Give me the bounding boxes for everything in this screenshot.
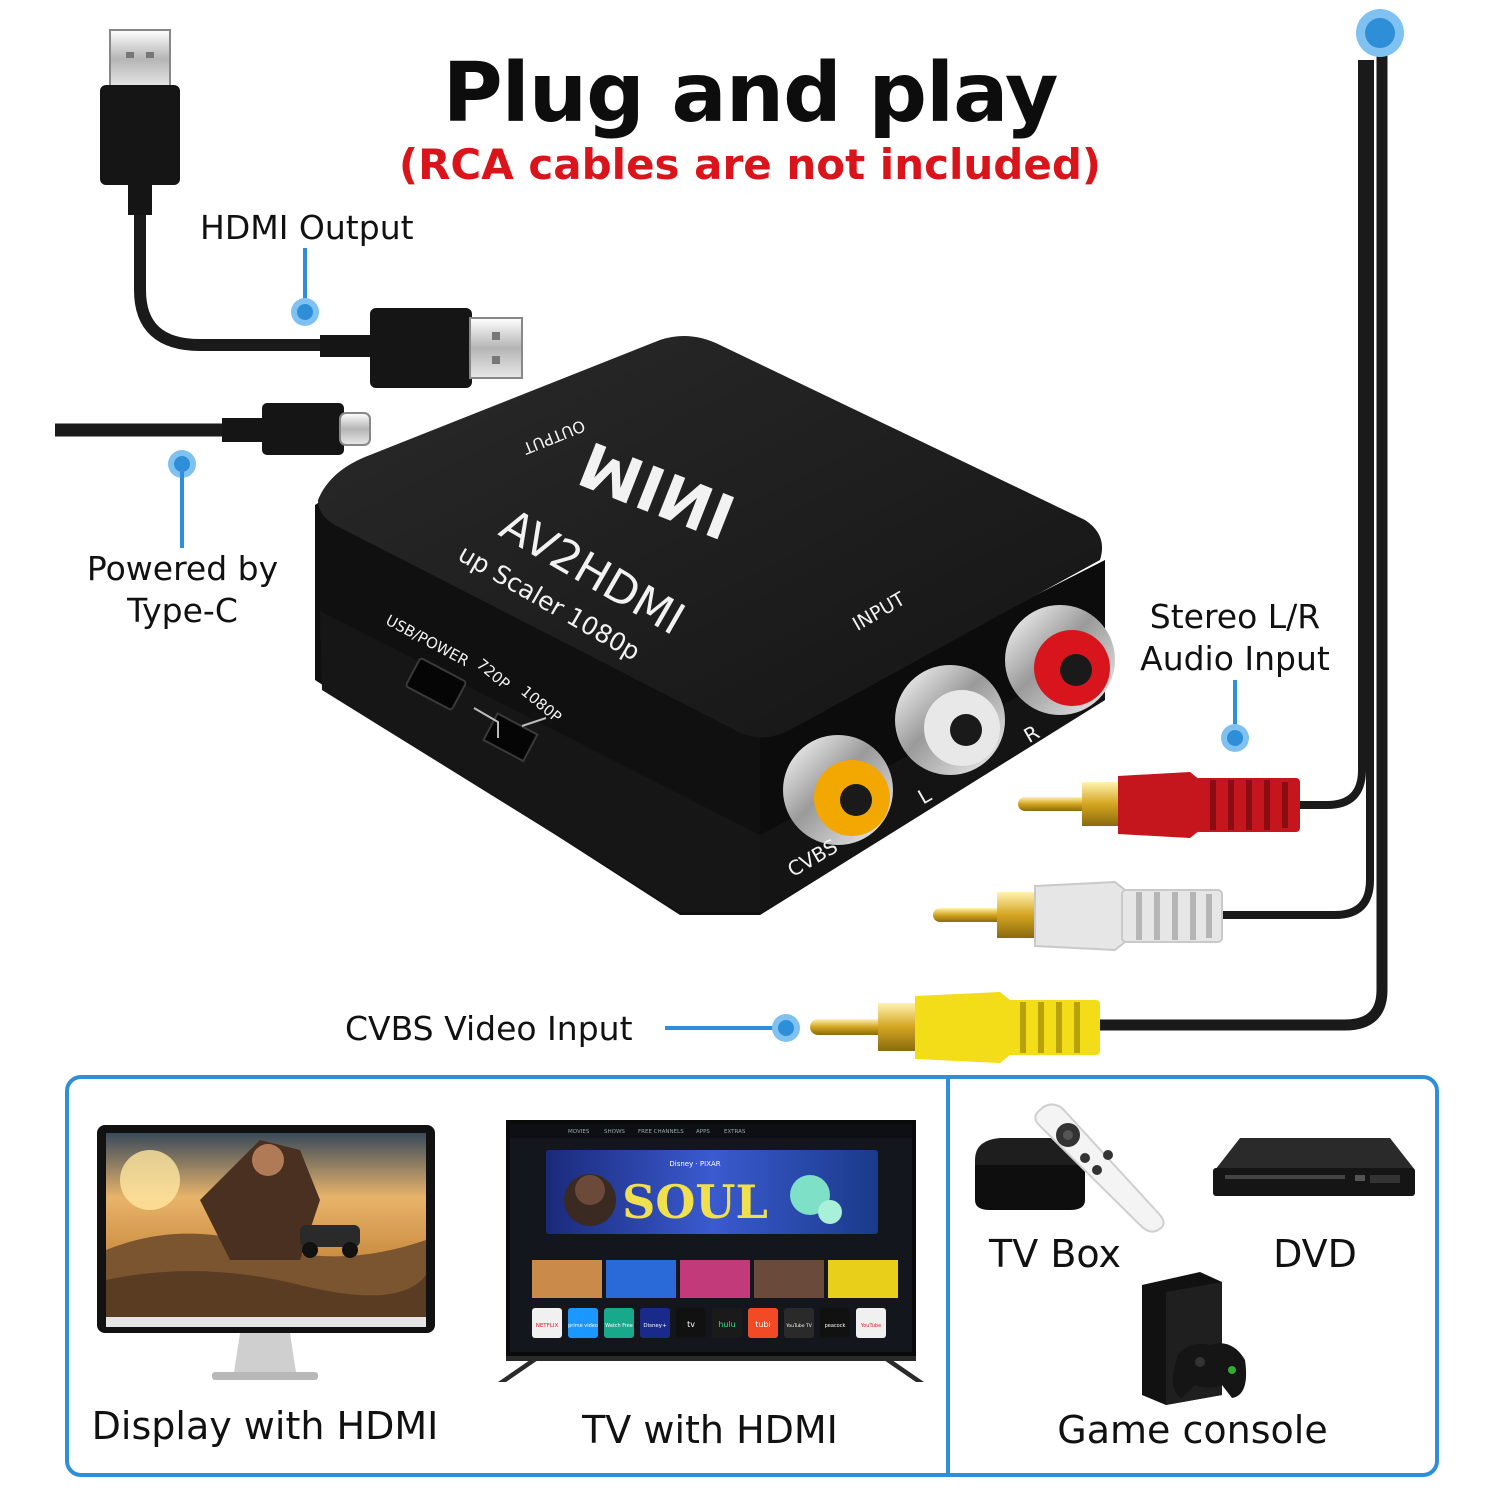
- callout-powered-by-line2: Type-C: [127, 591, 238, 630]
- rca-main-cable: [1095, 35, 1388, 1031]
- callout-stereo-line1: Stereo L/R: [1149, 597, 1321, 636]
- device-label-console: Game console: [1057, 1408, 1328, 1452]
- tv-app-label: NETFLIX: [536, 1323, 559, 1329]
- hdmi-plug-side: [320, 308, 523, 388]
- device-label-display: Display with HDMI: [91, 1404, 439, 1448]
- tv-app-label: peacock: [825, 1323, 846, 1329]
- game-console-device: [1142, 1272, 1247, 1405]
- tv-nav-item: FREE CHANNELS: [638, 1129, 684, 1135]
- hdmi-cable: [134, 194, 336, 351]
- tv-app-label: Disney+: [643, 1323, 667, 1329]
- tv-banner-title: SOUL: [622, 1175, 768, 1229]
- rca-plug-yellow: [810, 992, 1100, 1063]
- device-panel-frame: [65, 1075, 1439, 1477]
- rca-plug-white: [933, 880, 1223, 952]
- tv-nav-item: EXTRAS: [724, 1129, 746, 1135]
- device-label-tv: TV with HDMI: [582, 1408, 838, 1452]
- rca-plug-red: [1018, 772, 1300, 838]
- dvd-device: [1213, 1138, 1415, 1196]
- page-subtitle: (RCA cables are not included): [398, 140, 1102, 189]
- rca-jack-cvbs: [783, 735, 893, 845]
- rca-jack-l: [895, 665, 1005, 775]
- rca-jack-r: [1005, 605, 1115, 715]
- tv-thumbnails: [532, 1260, 898, 1298]
- callout-stereo-line2: Audio Input: [1140, 639, 1330, 678]
- rca-white-cable: [1215, 60, 1374, 919]
- device-label-dvd: DVD: [1273, 1232, 1357, 1276]
- callout-cvbs-video: CVBS Video Input: [345, 1009, 633, 1048]
- tv-nav-item: APPS: [696, 1129, 710, 1135]
- tv-nav-item: MOVIES: [568, 1129, 590, 1135]
- tv-device: MOVIES SHOWS FREE CHANNELS APPS EXTRAS D…: [498, 1120, 924, 1382]
- page-title: Plug and play: [442, 46, 1059, 141]
- tv-app-label: YouTube: [860, 1323, 881, 1329]
- callout-hdmi-output: HDMI Output: [200, 208, 414, 247]
- callout-pointers: [168, 9, 1404, 1042]
- tv-nav: MOVIES SHOWS FREE CHANNELS APPS EXTRAS: [568, 1129, 746, 1135]
- device-label-tvbox: TV Box: [989, 1232, 1121, 1276]
- typec-plug: [222, 403, 371, 455]
- tv-app-label: tubi: [755, 1320, 771, 1329]
- monitor-device: [97, 1125, 435, 1380]
- tv-box-device: [975, 1103, 1165, 1233]
- tv-app-label: Watch Free: [605, 1323, 633, 1329]
- tv-app-label: prime video: [568, 1323, 598, 1329]
- callout-powered-by: Powered by Type-C: [60, 548, 305, 632]
- tv-banner-small: Disney · PIXAR: [669, 1160, 720, 1168]
- tv-app-label: hulu: [718, 1320, 735, 1329]
- callout-stereo-audio: Stereo L/R Audio Input: [1120, 596, 1350, 680]
- tv-app-row: NETFLIX prime video Watch Free Disney+ t…: [532, 1308, 886, 1338]
- hdmi-plug-top: [100, 29, 180, 215]
- rca-red-cable: [1300, 60, 1366, 809]
- tv-nav-item: SHOWS: [604, 1129, 625, 1135]
- callout-powered-by-line1: Powered by: [86, 549, 279, 588]
- av2hdmi-adapter: [315, 336, 1105, 915]
- tv-app-label: tv: [687, 1320, 695, 1329]
- tv-app-label: YouTube TV: [785, 1323, 812, 1329]
